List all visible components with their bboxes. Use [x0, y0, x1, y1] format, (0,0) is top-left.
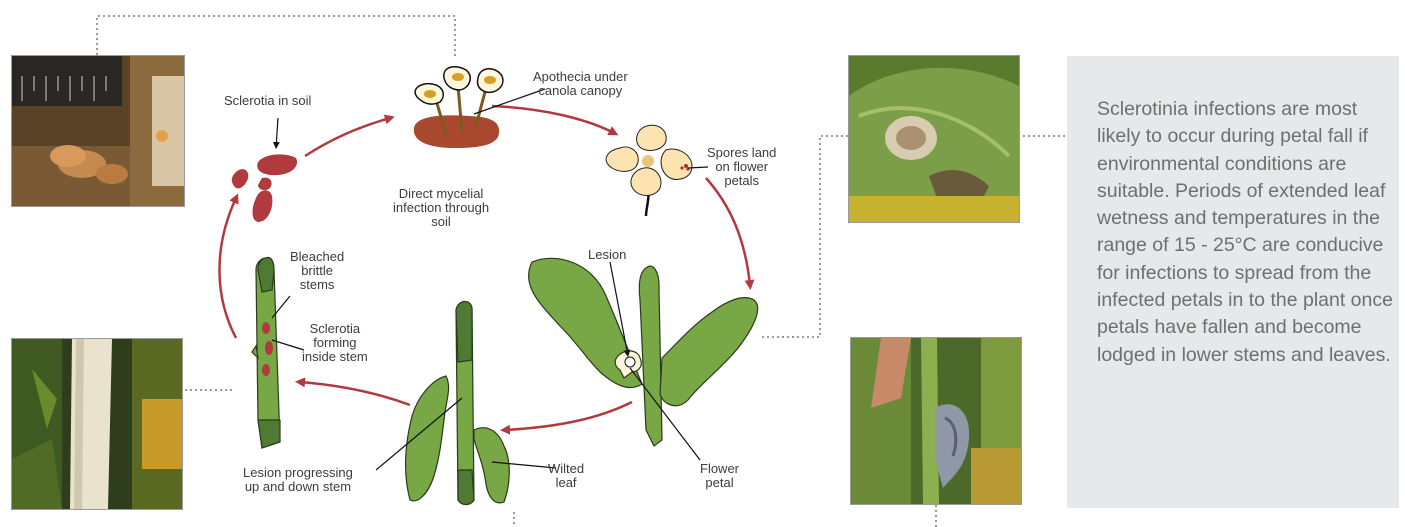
info-panel: Sclerotinia infections are most likely t… — [1067, 56, 1399, 508]
arrow-wilted-to-stem — [300, 382, 410, 405]
arrow-soil-to-apothecia — [305, 118, 390, 156]
arrow-plant-to-wilted — [505, 402, 632, 430]
arrow-flower-to-plant — [706, 178, 750, 285]
bleached-stem-shape — [252, 258, 280, 449]
infected-plant-shape — [529, 258, 758, 446]
label-lesion: Lesion — [588, 248, 626, 262]
arrow-apothecia-to-flower — [492, 106, 614, 133]
label-sclerotia-in-soil: Sclerotia in soil — [224, 94, 311, 108]
arrow-stem-to-sclerotia — [219, 198, 236, 338]
flower-shape — [606, 125, 708, 216]
sclerotia-soil-shapes — [232, 154, 297, 222]
wilted-plant-shape — [406, 301, 510, 504]
apothecia-shapes — [414, 67, 545, 148]
info-text: Sclerotinia infections are most likely t… — [1097, 96, 1397, 369]
